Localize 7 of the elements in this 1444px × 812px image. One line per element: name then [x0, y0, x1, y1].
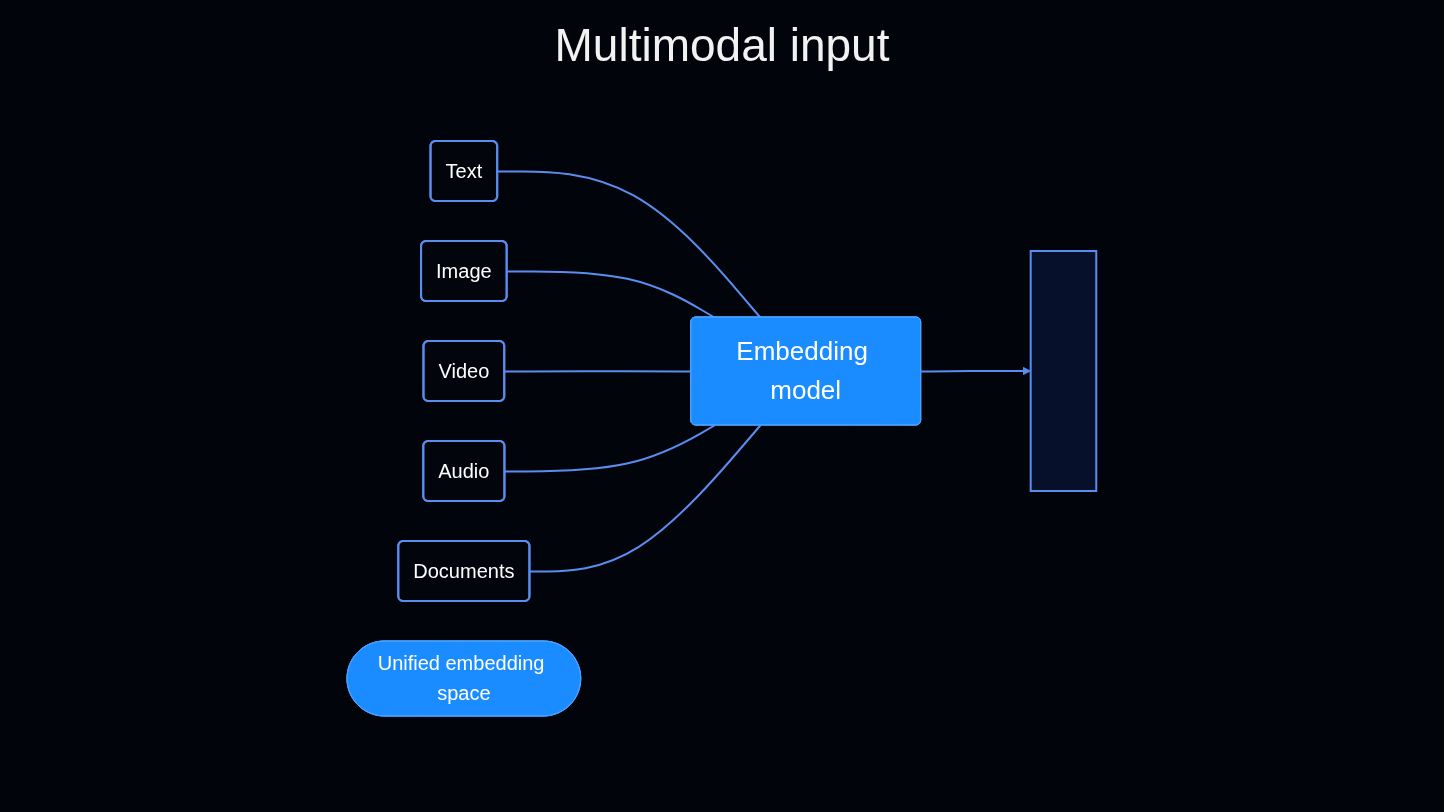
node-box [1030, 249, 1098, 492]
connector [497, 169, 762, 318]
connector [504, 424, 716, 472]
arrow [920, 366, 1032, 375]
connector [504, 369, 693, 372]
connector [529, 424, 762, 572]
diagram-title: Multimodal input [553, 18, 891, 72]
